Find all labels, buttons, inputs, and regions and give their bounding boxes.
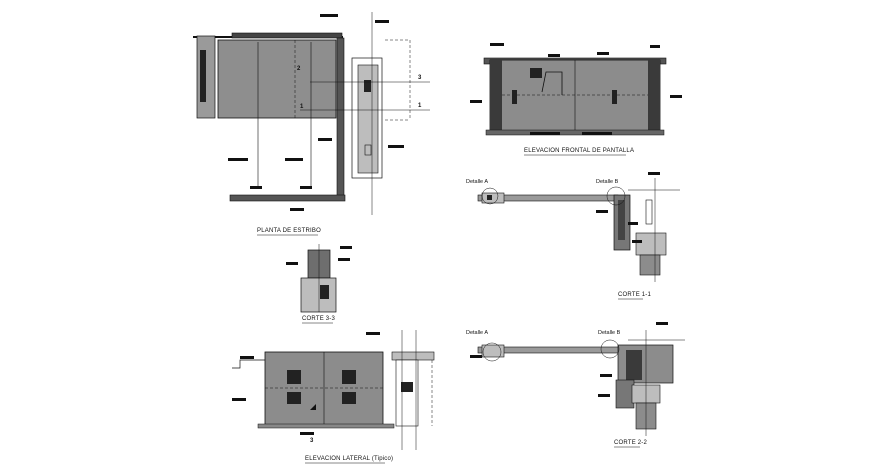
section2-label-bar bbox=[656, 322, 668, 325]
section1-detail-a-box bbox=[481, 192, 505, 204]
section3-label-bar bbox=[338, 258, 350, 261]
section2-cap-core bbox=[626, 350, 642, 380]
plan-top-beam bbox=[231, 32, 343, 39]
section1-detail-a-rebar bbox=[487, 195, 492, 200]
plan-main-slab bbox=[217, 39, 337, 119]
section2-detail-a-box bbox=[481, 344, 505, 358]
section1-detail-a-circle bbox=[481, 187, 499, 205]
plan-label-bar bbox=[388, 145, 404, 148]
section2-detail-b-circle bbox=[600, 339, 620, 359]
plan-left-rebar bbox=[200, 50, 206, 102]
side-elev-footing bbox=[257, 423, 395, 429]
section2-detail-a-circle bbox=[482, 342, 502, 362]
front-elev-label-bar bbox=[597, 52, 609, 55]
section1-label-bar bbox=[648, 172, 660, 175]
plan-column-frame bbox=[351, 57, 383, 179]
section2-detail-a-label: Detalle A bbox=[466, 330, 488, 336]
plan-right-wall bbox=[336, 37, 345, 197]
section2-title: CORTE 2-2 bbox=[614, 440, 647, 446]
section3-rebar bbox=[320, 285, 329, 299]
front-elev-label-bar bbox=[470, 100, 482, 103]
front-elev-rebar bbox=[530, 68, 542, 78]
section3-footing bbox=[300, 277, 337, 313]
front-elev-right-pier bbox=[648, 60, 660, 134]
plan-label-bar bbox=[318, 138, 332, 141]
front-elev-base bbox=[485, 129, 665, 136]
plan-column bbox=[357, 64, 379, 174]
front-elev-label-bar bbox=[670, 95, 682, 98]
front-elev-rebar bbox=[512, 90, 517, 104]
section1-detail-b-circle bbox=[606, 186, 626, 206]
side-elev-rebar-block bbox=[342, 392, 356, 404]
side-elev-label-bar bbox=[232, 398, 246, 401]
plan-label-bar bbox=[320, 14, 338, 17]
plan-view: 2 1 3 1 PLANTA DE ESTRIBO bbox=[193, 12, 430, 236]
side-elevation: 3 ELEVACION LATERAL (Tipico) bbox=[232, 330, 435, 464]
section1-stem bbox=[645, 199, 653, 225]
side-elev-rebar-block bbox=[287, 392, 301, 404]
section2-label-bar bbox=[600, 374, 612, 377]
side-elev-step bbox=[232, 359, 265, 369]
section-3-3: CORTE 3-3 bbox=[286, 244, 352, 324]
side-elev-rebar-block bbox=[287, 370, 301, 384]
section3-title: CORTE 3-3 bbox=[302, 316, 335, 322]
section2-wall bbox=[615, 379, 635, 409]
side-elev-arrow bbox=[310, 404, 316, 410]
section1-label-bar bbox=[628, 222, 638, 225]
section1-detail-a-label: Detalle A bbox=[466, 179, 488, 185]
side-elev-label-bar bbox=[366, 332, 380, 335]
section2-label-bar bbox=[470, 355, 482, 358]
section2-label-bar bbox=[598, 394, 610, 397]
front-elev-label-bar bbox=[548, 54, 560, 57]
front-elev-left-pier bbox=[490, 60, 502, 134]
side-elev-column bbox=[395, 359, 419, 427]
front-elev-hook bbox=[541, 71, 563, 95]
plan-bottom-wall bbox=[229, 194, 346, 202]
side-elev-label-bar bbox=[300, 432, 314, 435]
plan-label-bar bbox=[228, 158, 248, 161]
plan-label-bar bbox=[250, 186, 262, 189]
plan-label-bar bbox=[285, 158, 303, 161]
plan-title: PLANTA DE ESTRIBO bbox=[257, 228, 321, 234]
side-elev-label-bar bbox=[240, 356, 254, 359]
section1-detail-b-label: Detalle B bbox=[596, 179, 619, 185]
section1-title: CORTE 1-1 bbox=[618, 292, 651, 298]
plan-label-bar bbox=[290, 208, 304, 211]
section-1-1: Detalle A Detalle B CORTE 1-1 bbox=[466, 172, 680, 300]
front-elev-label-bar bbox=[582, 132, 612, 135]
section3-label-bar bbox=[286, 262, 298, 265]
front-elev-label-bar bbox=[650, 45, 660, 48]
section1-label-bar bbox=[596, 210, 608, 213]
section1-pile bbox=[639, 254, 661, 276]
side-elev-column-rebar bbox=[401, 382, 413, 392]
section1-footing bbox=[635, 232, 667, 256]
plan-column-detail bbox=[364, 144, 372, 156]
side-elev-title: ELEVACION LATERAL (Tipico) bbox=[305, 456, 393, 462]
section1-wall-core bbox=[618, 200, 625, 240]
side-elev-marker-3: 3 bbox=[310, 438, 314, 444]
section2-detail-b-label: Detalle B bbox=[598, 330, 621, 336]
plan-marker-1: 1 bbox=[300, 104, 304, 110]
plan-marker-1-right: 1 bbox=[418, 103, 422, 109]
plan-column-rebar bbox=[364, 80, 371, 92]
section3-label-bar bbox=[340, 246, 352, 249]
plan-label-bar bbox=[375, 20, 389, 23]
front-elev-label-bar bbox=[530, 132, 560, 135]
plan-label-bar bbox=[300, 186, 312, 189]
front-elev-label-bar bbox=[490, 43, 504, 46]
plan-marker-3: 3 bbox=[418, 75, 422, 81]
section-2-2: Detalle A Detalle B CORTE 2-2 bbox=[466, 322, 685, 448]
side-elev-cap bbox=[391, 351, 435, 361]
front-elevation: ELEVACION FRONTAL DE PANTALLA bbox=[470, 43, 682, 156]
section1-label-bar bbox=[632, 240, 642, 243]
side-elev-rebar-block bbox=[342, 370, 356, 384]
front-elev-title: ELEVACION FRONTAL DE PANTALLA bbox=[524, 148, 634, 154]
plan-marker-2: 2 bbox=[297, 66, 301, 72]
front-elev-rebar bbox=[612, 90, 617, 104]
